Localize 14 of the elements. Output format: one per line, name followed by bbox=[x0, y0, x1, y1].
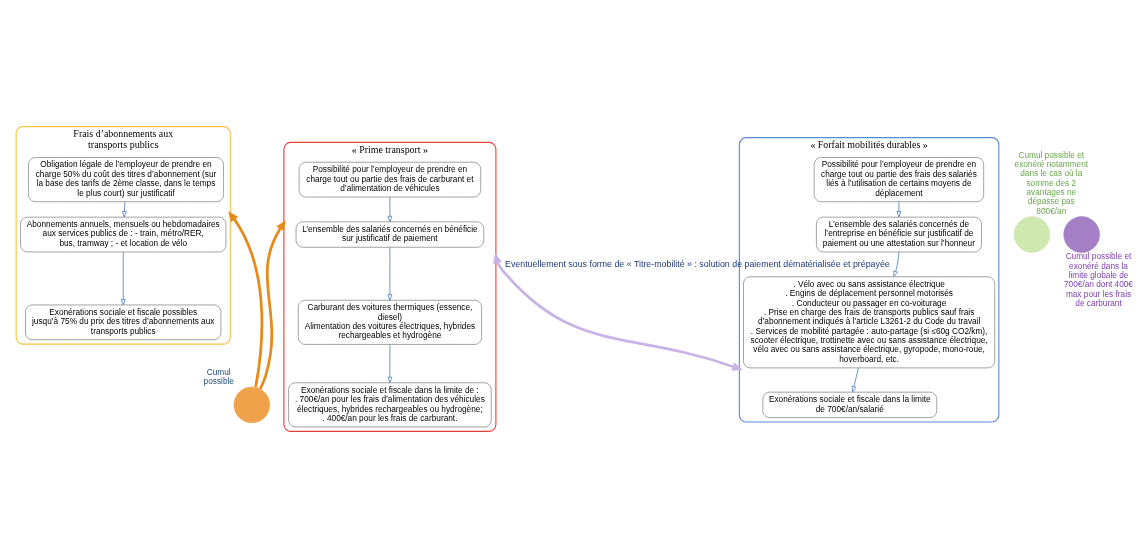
arrow bbox=[122, 200, 127, 217]
arrow bbox=[893, 251, 900, 277]
arrow bbox=[228, 210, 264, 387]
node-circle bbox=[1063, 215, 1100, 253]
arrow bbox=[493, 252, 743, 371]
node-circle bbox=[1013, 215, 1051, 253]
arrow bbox=[387, 246, 393, 301]
arrow bbox=[896, 200, 902, 217]
arrow bbox=[259, 219, 286, 389]
arrow bbox=[851, 367, 859, 392]
arrow bbox=[120, 251, 126, 305]
node-circle bbox=[233, 386, 271, 423]
arrow bbox=[387, 196, 393, 222]
arrow bbox=[387, 343, 393, 383]
